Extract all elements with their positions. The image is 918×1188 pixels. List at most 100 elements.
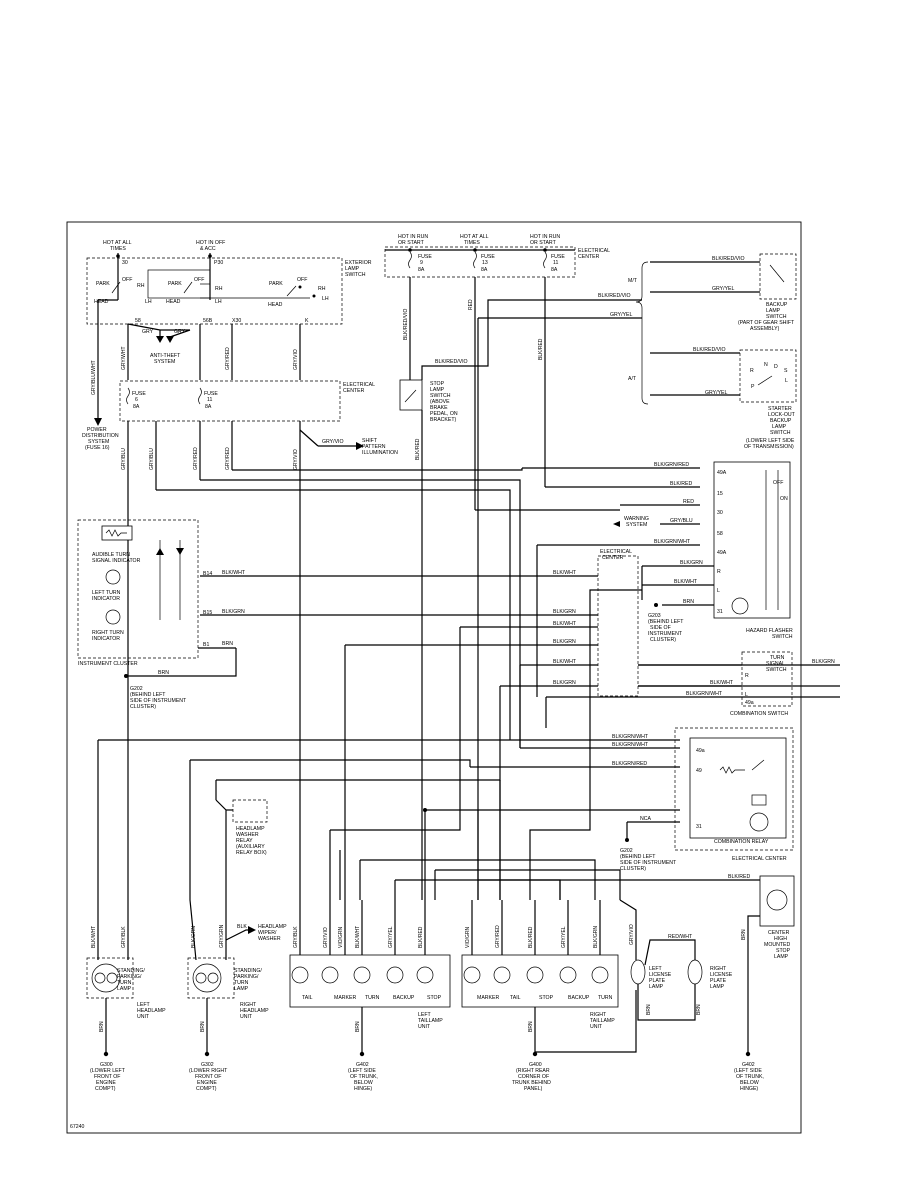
label-lh-1: LH: [145, 299, 152, 305]
label-audible-2: SIGNAL INDICATOR: [92, 558, 141, 564]
g202-l3: CLUSTER): [130, 704, 156, 710]
g203-l3: INSTRUMENT: [648, 631, 683, 637]
label-head-2: HEAD: [166, 299, 181, 305]
g203-id: G203: [648, 613, 661, 619]
rtl-marker: MARKER: [477, 995, 499, 1001]
label-pedal: PEDAL, ON: [430, 411, 458, 417]
label-elec-center-2: CENTER: [343, 388, 365, 394]
label-power: POWER: [87, 427, 107, 433]
label-nca: NCA: [640, 816, 651, 822]
label-rh-1: RH: [137, 283, 145, 289]
label-of-trans: OF TRANSMISSION): [744, 444, 794, 450]
hw-label-2: WIPER/: [258, 930, 277, 936]
label-system: SYSTEM: [88, 439, 109, 445]
lic-r-2: LICENSE: [710, 972, 733, 978]
rtl-label-3: UNIT: [590, 1024, 603, 1030]
rtl-w5: BLK/GRN: [593, 926, 599, 948]
g1-l3: ENGINE: [197, 1080, 217, 1086]
ec-w6: BLK/GRN: [553, 680, 576, 686]
label-8a-a: 8A: [133, 404, 140, 410]
label-hot-run-1: HOT IN RUN: [398, 234, 428, 240]
ltl-w3: VIO/GRN: [338, 926, 344, 948]
g4-l3: BELOW: [740, 1080, 759, 1086]
g3-id: G400: [529, 1062, 542, 1068]
wire-backup-b: GRY/YEL: [610, 312, 633, 318]
label-starter: STARTER: [768, 406, 792, 412]
label-hot-in-off: HOT IN OFF: [196, 240, 225, 246]
g202b-id: G202: [620, 848, 633, 854]
lic-w2: RED/WHT: [668, 934, 693, 940]
fuse-9-amp: 8A: [418, 267, 425, 273]
ltl-w4: BLK/WHT: [355, 926, 361, 948]
label-pattern: PATTERN: [362, 444, 386, 450]
ec-w9: BLK/GRN/WHT: [686, 691, 723, 697]
right-taillamp-bulbs: [463, 966, 609, 984]
hw-label-3: WASHER: [258, 936, 281, 942]
label-hw-relay-2: WASHER: [236, 832, 259, 838]
label-left-turn: LEFT TURN: [92, 590, 121, 596]
label-8a-b: 8A: [205, 404, 212, 410]
wire-hz-3: RED: [683, 499, 694, 505]
fuse-13-amp: 8A: [481, 267, 488, 273]
headlamp-units: BLK/WHT GRY/BLK BLK/GRN GRY/GRN STANDING…: [86, 899, 287, 1052]
label-hot-run-1b: OR START: [398, 240, 425, 246]
label-off-1: OFF: [122, 277, 132, 283]
rtl-w4: GRY/YEL: [561, 926, 567, 948]
label-shift: SHIFT: [362, 438, 378, 444]
chmsl-gnd-w: BRN: [741, 929, 747, 940]
rtl-stop: STOP: [539, 995, 554, 1001]
wire-backup-a: BLK/RED/VIO: [598, 293, 631, 299]
label-hot-at-all: HOT AT ALL: [103, 240, 132, 246]
combo-49a: 49a: [745, 700, 754, 706]
label-l: L: [785, 378, 788, 384]
ltl-stop: STOP: [427, 995, 442, 1001]
label-r: R: [750, 368, 754, 374]
label-turn: TURN: [770, 655, 785, 661]
wire-hz-1: BLK/GRN/RED: [654, 462, 689, 468]
ic-w2: BLK/GRN: [222, 609, 245, 615]
term-56b: 56B: [203, 318, 213, 324]
label-st-backup: BACKUP: [770, 418, 792, 424]
rhl-label-1: RIGHT: [240, 1002, 257, 1008]
label-audible: AUDIBLE TURN: [92, 552, 130, 558]
rtl-turn: TURN: [598, 995, 613, 1001]
wire-label-fuse13: RED: [468, 299, 474, 310]
rtl-gnd-w: BRN: [528, 1021, 534, 1032]
g202-id: G202: [130, 686, 143, 692]
wire-label-7: GRY/RED: [193, 447, 199, 470]
instrument-cluster: AUDIBLE TURN SIGNAL INDICATOR LEFT TURN …: [77, 519, 246, 710]
label-park-1: PARK: [96, 281, 110, 287]
g3-l4: PANEL): [524, 1086, 543, 1092]
headlamp-washer-relay: HEADLAMP WASHER RELAY (AUXILIARY RELAY B…: [226, 799, 268, 856]
lic-r-3: PLATE: [710, 978, 727, 984]
wire-label-fuse9: BLK/RED/VIO: [403, 308, 409, 340]
term-58: 58: [135, 318, 141, 324]
label-inst-cluster: INSTRUMENT CLUSTER: [78, 661, 138, 667]
label-off-2: OFF: [194, 277, 204, 283]
grounds: G300 (LOWER LEFT FRONT OF ENGINE COMPT) …: [90, 1051, 764, 1092]
label-stop-switch: SWITCH: [430, 393, 451, 399]
wire-gry-2: GRY: [174, 329, 186, 335]
hl-w1: BLK/WHT: [91, 926, 97, 948]
label-combo-relay: COMBINATION RELAY: [714, 839, 769, 845]
label-d: D: [774, 364, 778, 370]
transmission-switches: M/T A/T BLK/RED/VIO GRY/YEL BACKUP LAMP …: [477, 253, 797, 900]
label-warning-system: SYSTEM: [626, 522, 647, 528]
g1-l4: COMPT): [196, 1086, 217, 1092]
g0-l1: (LOWER LEFT: [90, 1068, 126, 1074]
label-switch: SWITCH: [345, 272, 366, 278]
ic-b14: B14: [203, 571, 212, 577]
hz-term-15: 15: [717, 491, 723, 497]
label-p: P: [751, 384, 755, 390]
label-backup-lamp: LAMP: [766, 308, 781, 314]
label-times: TIMES: [110, 246, 126, 252]
diagram-frame: [66, 221, 802, 1134]
cr-31: 31: [696, 824, 702, 830]
ec-w3: BLK/WHT: [553, 621, 577, 627]
chmsl-2: HIGH: [774, 936, 787, 942]
wire-label-shift: GRY/VIO: [322, 439, 344, 445]
hz-term-49a: 49A: [717, 470, 727, 476]
hw-w-blk: BLK: [237, 924, 247, 930]
lic-r-4: LAMP: [710, 984, 725, 990]
